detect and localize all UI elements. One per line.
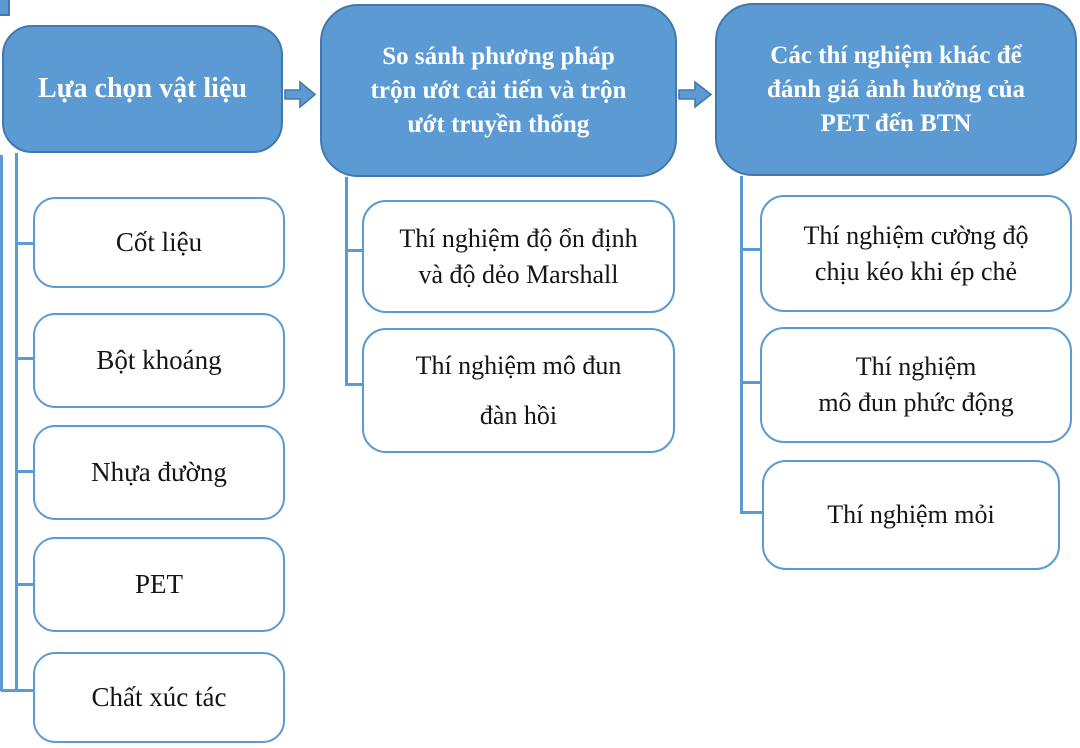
- connector-vline: [740, 176, 743, 513]
- connector-elbow: [1, 689, 33, 692]
- child-node-pet: PET: [33, 537, 285, 632]
- child-node-chat-xuc-tac: Chất xúc tác: [33, 652, 285, 743]
- child-node-marshall-test: Thí nghiệm độ ổn định và độ dẻo Marshall: [362, 200, 675, 313]
- header-node-material-selection: Lựa chọn vật liệu: [2, 25, 283, 153]
- child-node-splitting-tensile-test: Thí nghiệm cường độ chịu kéo khi ép chẻ: [760, 195, 1072, 312]
- connector-vline: [0, 155, 3, 691]
- node-label-line: Lựa chọn vật liệu: [38, 73, 247, 104]
- header-node-mixing-comparison: So sánh phương pháp trộn ướt cải tiến và…: [320, 4, 677, 177]
- node-label-line: Thí nghiệm mô đun: [415, 350, 622, 380]
- node-label-line: Thí nghiệm: [855, 352, 977, 381]
- cropped-shape-fragment: [0, 0, 10, 16]
- connector-stub: [15, 583, 35, 586]
- node-label-line: Bột khoáng: [96, 345, 222, 375]
- node-label-line: và độ dẻo Marshall: [418, 259, 619, 289]
- connector-vline: [15, 153, 18, 691]
- node-label-line: đánh giá ảnh hưởng của: [766, 75, 1026, 103]
- node-label-line: Thí nghiệm mỏi: [827, 500, 995, 529]
- node-label-line: Cốt liệu: [115, 227, 203, 257]
- node-label-line: trộn ướt cải tiến và trộn: [370, 76, 627, 104]
- node-label-line: chịu kéo khi ép chẻ: [814, 256, 1018, 286]
- child-node-nhua-duong: Nhựa đường: [33, 425, 285, 520]
- connector-stub: [740, 248, 760, 251]
- connector-stub: [15, 470, 35, 473]
- node-label-line: So sánh phương pháp: [382, 42, 615, 70]
- child-node-elastic-modulus-test: Thí nghiệm mô đun đàn hồi: [362, 328, 675, 453]
- child-node-cot-lieu: Cốt liệu: [33, 197, 285, 288]
- child-node-dynamic-modulus-test: Thí nghiệm mô đun phức động: [760, 327, 1072, 443]
- child-node-fatigue-test: Thí nghiệm mỏi: [762, 460, 1060, 570]
- connector-stub: [345, 249, 362, 252]
- connector-elbow: [740, 511, 762, 514]
- node-label-line: PET: [134, 569, 183, 599]
- connector-vline: [345, 177, 348, 385]
- child-node-bot-khoang: Bột khoáng: [33, 313, 285, 408]
- node-label-line: PET đến BTN: [820, 109, 972, 137]
- node-label-line: Thí nghiệm độ ổn định: [399, 223, 638, 253]
- arrow-right-icon: [678, 80, 713, 109]
- node-label-line: Thí nghiệm cường độ: [803, 220, 1029, 250]
- node-label-line: Chất xúc tác: [91, 682, 227, 712]
- arrow-right-icon: [284, 80, 317, 109]
- node-label-line: ướt truyền thống: [407, 110, 590, 138]
- node-label-line: Nhựa đường: [91, 457, 227, 487]
- connector-stub: [740, 381, 760, 384]
- node-label-line: Các thí nghiệm khác để: [770, 41, 1022, 69]
- header-node-other-tests: Các thí nghiệm khác để đánh giá ảnh hưởn…: [715, 3, 1077, 176]
- node-label-line: đàn hồi: [479, 400, 558, 430]
- node-label-line: mô đun phức động: [818, 388, 1014, 417]
- connector-stub: [15, 357, 35, 360]
- connector-stub: [15, 242, 35, 245]
- connector-elbow: [345, 383, 362, 386]
